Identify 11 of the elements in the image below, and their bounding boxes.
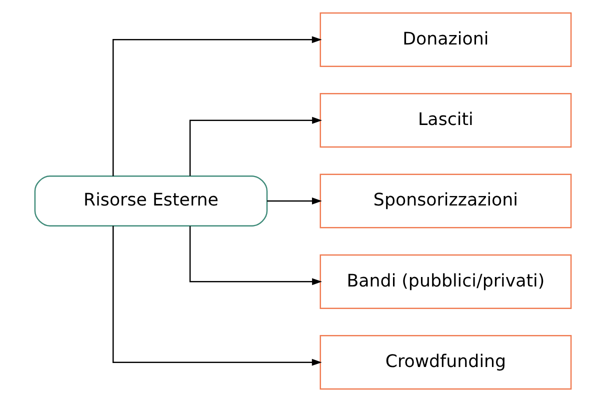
node-box: Lasciti xyxy=(320,93,572,148)
arrow xyxy=(112,36,322,176)
node-box: Sponsorizzazioni xyxy=(320,174,572,228)
node-box: Donazioni xyxy=(320,12,572,67)
arrow xyxy=(189,116,322,176)
arrow xyxy=(112,226,322,366)
arrow xyxy=(267,198,322,204)
node-box: Risorse Esterne xyxy=(34,176,268,226)
arrow xyxy=(189,226,322,286)
node-box: Crowdfunding xyxy=(320,335,572,390)
node-box: Bandi (pubblici/privati) xyxy=(320,254,572,309)
